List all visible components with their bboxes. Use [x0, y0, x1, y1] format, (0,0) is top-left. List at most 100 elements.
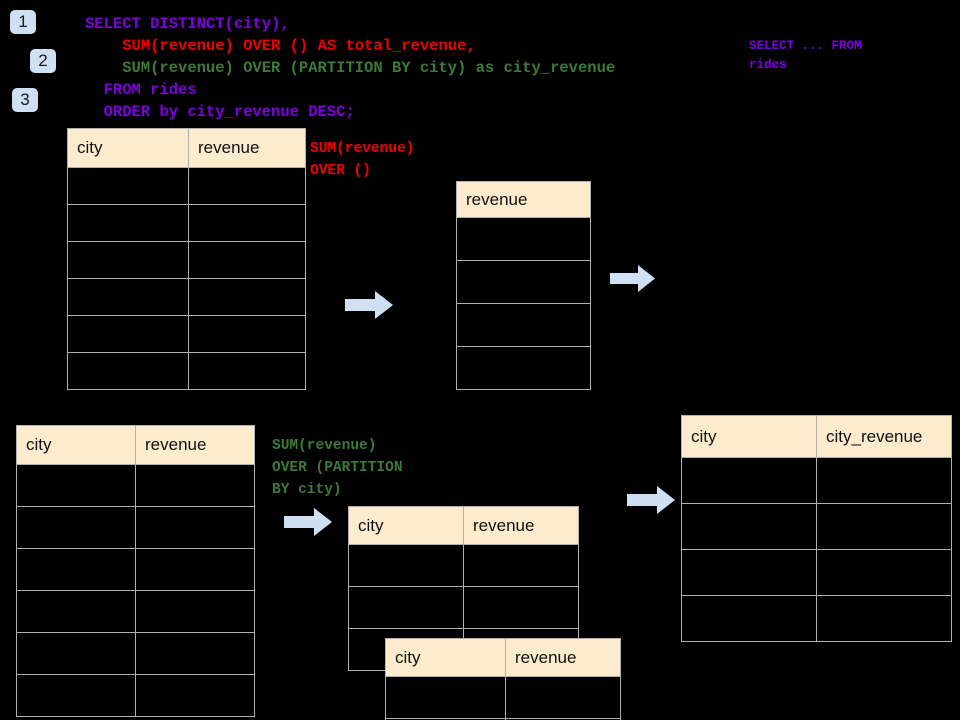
table-cell [67, 315, 189, 353]
table-row [67, 204, 306, 242]
table-cell [16, 506, 136, 549]
table-cell [188, 204, 306, 242]
column-header-revenue: revenue [135, 425, 255, 465]
table-cell [16, 548, 136, 591]
table-cell [188, 352, 306, 390]
table-row [67, 167, 306, 205]
table-cell [681, 503, 817, 550]
table-cell [463, 586, 579, 629]
table-cell [188, 167, 306, 205]
table-cell [348, 586, 464, 629]
arrow-source-to-partition [284, 508, 332, 536]
table-cell [681, 549, 817, 596]
table-cell [135, 674, 255, 717]
arrow-total-to-result [610, 265, 655, 292]
table-cell [16, 464, 136, 507]
table-cell [816, 595, 952, 642]
table-cell [135, 590, 255, 633]
table-row [16, 674, 255, 717]
table-row [67, 278, 306, 316]
column-header-revenue: revenue [456, 181, 591, 218]
table-row [67, 241, 306, 279]
table-row [16, 548, 255, 591]
table-row [16, 464, 255, 507]
table-cell [67, 352, 189, 390]
table-row [681, 457, 952, 504]
column-header-revenue: revenue [505, 638, 621, 677]
total-revenue-table: revenue [456, 181, 591, 390]
table-row [16, 632, 255, 675]
table-cell [67, 167, 189, 205]
table-row [456, 346, 591, 390]
table-cell [456, 217, 591, 261]
table-cell [456, 346, 591, 390]
table-row [67, 352, 306, 390]
table-cell [348, 544, 464, 587]
table-cell [456, 260, 591, 304]
column-header-city: city [16, 425, 136, 465]
table-cell [135, 506, 255, 549]
table-cell [16, 674, 136, 717]
arrow-partition-to-result [627, 486, 675, 514]
sql-line-from: FROM rides [85, 81, 197, 99]
table-cell [505, 676, 621, 719]
table-cell [16, 632, 136, 675]
table-cell [135, 464, 255, 507]
table-cell [16, 590, 136, 633]
column-header-city: city [385, 638, 506, 677]
table-cell [456, 303, 591, 347]
table-row [456, 303, 591, 347]
table-header-row: revenue [456, 181, 591, 218]
table-cell [188, 315, 306, 353]
table-cell [135, 632, 255, 675]
annotation-sum-over-empty: SUM(revenue) OVER () [310, 141, 415, 179]
table-row [456, 260, 591, 304]
step-badge-2: 2 [30, 49, 56, 73]
table-cell [67, 278, 189, 316]
table-row [456, 217, 591, 261]
table-cell [135, 548, 255, 591]
table-cell [816, 549, 952, 596]
table-row [385, 718, 621, 720]
step-badge-1: 1 [10, 10, 36, 34]
sql-line-total-revenue: SUM(revenue) OVER () AS total_revenue, [85, 37, 476, 55]
table-row [348, 544, 579, 587]
annotation-sum-over-partition: SUM(revenue) OVER (PARTITION BY city) [272, 438, 403, 498]
table-cell [505, 718, 621, 720]
table-cell [681, 595, 817, 642]
table-cell [385, 676, 506, 719]
annotation-select-from-rides: SELECT ... FROM rides [749, 39, 862, 72]
table-cell [463, 544, 579, 587]
table-cell [188, 241, 306, 279]
table-row [16, 506, 255, 549]
step-badge-3: 3 [12, 88, 38, 112]
table-row [681, 595, 952, 642]
table-cell [188, 278, 306, 316]
arrow-source-to-total [345, 291, 393, 319]
column-header-city_revenue: city_revenue [816, 415, 952, 458]
sql-line-order-by: ORDER by city_revenue DESC; [85, 103, 355, 121]
column-header-revenue: revenue [463, 506, 579, 545]
table-cell [67, 241, 189, 279]
column-header-city: city [681, 415, 817, 458]
table-row [681, 503, 952, 550]
table-row [348, 586, 579, 629]
sql-line-select: SELECT DISTINCT(city), [85, 15, 290, 33]
table-cell [816, 503, 952, 550]
table-row [67, 315, 306, 353]
column-header-revenue: revenue [188, 128, 306, 168]
table-row [681, 549, 952, 596]
column-header-city: city [67, 128, 189, 168]
table-row [16, 590, 255, 633]
table-cell [816, 457, 952, 504]
